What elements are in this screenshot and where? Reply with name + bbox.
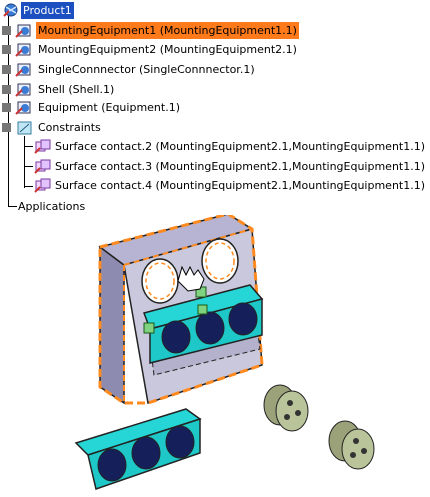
tree-node-singleconnnector[interactable]: SingleConnnector (SingleConnnector.1) bbox=[0, 61, 320, 78]
constraint-marker-icon[interactable] bbox=[197, 304, 208, 315]
tree-node-label: Surface contact.4 (MountingEquipment2.1,… bbox=[55, 179, 426, 192]
tree-node-surface-contact-4[interactable]: Surface contact.4 (MountingEquipment2.1,… bbox=[0, 177, 430, 194]
surface-contact-icon bbox=[34, 159, 51, 174]
applications-connector-line bbox=[8, 206, 17, 207]
surface-contact-icon bbox=[34, 178, 51, 193]
product-icon bbox=[3, 3, 18, 17]
specification-tree: Product1 MountingEquipment1 (MountingEqu… bbox=[0, 0, 430, 215]
part-icon bbox=[15, 83, 31, 97]
equipment-part[interactable] bbox=[328, 420, 375, 470]
3d-scene[interactable] bbox=[0, 212, 430, 494]
collapse-toggle-icon[interactable] bbox=[2, 123, 11, 132]
tree-node-label: SingleConnnector (SingleConnnector.1) bbox=[38, 63, 255, 76]
tree-node-label: Surface contact.3 (MountingEquipment2.1,… bbox=[55, 160, 426, 173]
singleconnnector-part[interactable] bbox=[263, 384, 309, 432]
tree-node-applications[interactable]: Applications bbox=[0, 198, 200, 215]
tree-root-product1[interactable]: Product1 bbox=[0, 2, 100, 19]
tree-node-mountingequipment2[interactable]: MountingEquipment2 (MountingEquipment2.1… bbox=[0, 41, 320, 58]
expand-toggle-icon[interactable] bbox=[2, 65, 11, 74]
mountingequipment2-part[interactable] bbox=[74, 408, 202, 490]
expand-toggle-icon[interactable] bbox=[2, 103, 11, 112]
expand-toggle-icon[interactable] bbox=[2, 85, 11, 94]
tree-node-label: MountingEquipment1 (MountingEquipment1.1… bbox=[36, 22, 299, 39]
tree-node-constraints[interactable]: Constraints bbox=[0, 119, 200, 136]
constraint-connector-line bbox=[24, 166, 33, 167]
tree-node-label: Equipment (Equipment.1) bbox=[38, 101, 180, 114]
surface-contact-icon bbox=[34, 139, 51, 154]
part-icon bbox=[15, 43, 31, 57]
tree-root-label: Product1 bbox=[21, 2, 74, 19]
constraint-marker-icon[interactable] bbox=[143, 322, 155, 334]
part-icon bbox=[15, 24, 31, 38]
constraints-icon bbox=[17, 121, 32, 135]
tree-node-label: Shell (Shell.1) bbox=[38, 83, 115, 96]
tree-node-label: Surface contact.2 (MountingEquipment2.1,… bbox=[55, 140, 426, 153]
constraints-branch-line bbox=[24, 136, 25, 188]
tree-node-label: Applications bbox=[18, 200, 86, 213]
tree-node-surface-contact-3[interactable]: Surface contact.3 (MountingEquipment2.1,… bbox=[0, 158, 430, 175]
tree-node-equipment[interactable]: Equipment (Equipment.1) bbox=[0, 99, 320, 116]
part-icon bbox=[15, 101, 31, 115]
constraint-connector-line bbox=[24, 186, 33, 187]
part-icon bbox=[15, 63, 31, 77]
tree-node-shell[interactable]: Shell (Shell.1) bbox=[0, 81, 320, 98]
tree-node-mountingequipment1[interactable]: MountingEquipment1 (MountingEquipment1.1… bbox=[0, 22, 320, 39]
3d-viewport[interactable] bbox=[0, 212, 430, 494]
mountingequipment1-part[interactable] bbox=[143, 284, 264, 364]
tree-node-surface-contact-2[interactable]: Surface contact.2 (MountingEquipment2.1,… bbox=[0, 138, 430, 155]
tree-node-label: MountingEquipment2 (MountingEquipment2.1… bbox=[38, 43, 297, 56]
constraint-connector-line bbox=[24, 146, 33, 147]
expand-toggle-icon[interactable] bbox=[2, 26, 11, 35]
expand-toggle-icon[interactable] bbox=[2, 45, 11, 54]
hand-cursor-icon bbox=[177, 265, 205, 292]
tree-node-label: Constraints bbox=[38, 121, 101, 134]
